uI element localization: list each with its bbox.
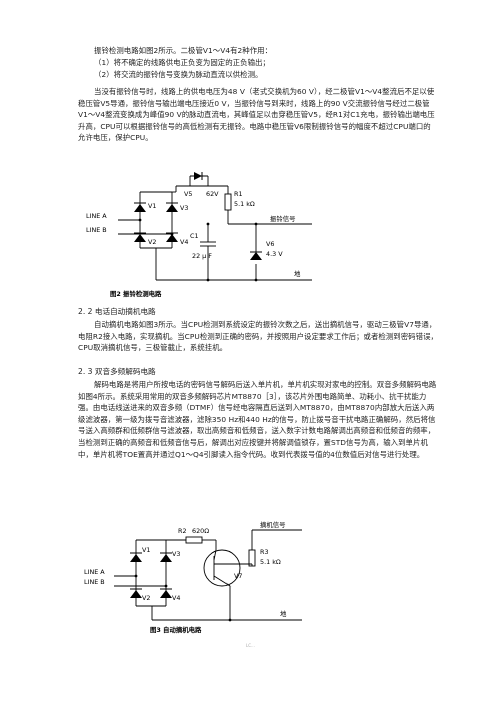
label-v3: V3: [180, 204, 188, 212]
label-v2: V2: [148, 238, 156, 246]
list-item-1: （1）将不确定的线路供电正负变为固定的正负输出；: [94, 58, 270, 67]
label-ring-signal: 振铃信号: [270, 214, 296, 223]
para-intro: 振铃检测电路如图2所示。二极管V1～V4有2种作用：: [94, 46, 273, 55]
label-c1-value: 22 μ F: [192, 252, 212, 260]
label-r1: R1: [234, 190, 243, 198]
section-2-2-title: 2. 2 电话自动摘机电路: [78, 307, 156, 316]
label-hook-signal: 摘机信号: [260, 520, 286, 529]
ring-detection-circuit-diagram: V1 V2 V3 V4 V5 62V R1 5.1 kΩ C1 22 μ F V…: [86, 172, 312, 298]
label-r3: R3: [260, 548, 269, 556]
label-ground: 地: [294, 269, 301, 278]
label-v6: V6: [266, 240, 274, 248]
label-r2: R2: [178, 527, 187, 535]
figure-3-caption: 图3 自动摘机电路: [150, 625, 202, 634]
label-v4: V4: [172, 594, 180, 602]
para-detection: 当没有振铃信号时，线路上的供电电压为48 V（老式交换机为60 V），经二极管V…: [78, 87, 435, 143]
label-v6-value: 4.3 V: [266, 250, 283, 258]
label-r1-value: 5.1 kΩ: [234, 200, 255, 208]
para-dtmf: 解码电路是将用户所按电话的密码信号解码后送入单片机，单片机实现对家电的控制。双音…: [78, 380, 437, 459]
label-v5: V5: [184, 190, 192, 198]
auto-hook-circuit-diagram: V1 V2 V3 V4 R2 620Ω V7 R3 5.1 kΩ LINE A …: [84, 520, 302, 634]
list-item-2: （2）将交流的振铃信号变换为脉动直流以供检测。: [94, 70, 263, 79]
label-line-b: LINE B: [84, 578, 105, 586]
label-v1: V1: [148, 202, 156, 210]
figure-2-caption: 图2 振铃检测电路: [110, 289, 162, 298]
label-c1: C1: [190, 232, 199, 240]
label-line-b: LINE B: [86, 226, 107, 234]
section-2-3-title: 2. 3 双音多频解码电路: [78, 367, 156, 376]
footer-mark: LC...: [246, 643, 255, 648]
para-auto-hook: 自动摘机电路如图3所示。当CPU检测到系统设定的振铃次数之后，送出摘机信号，驱动…: [78, 320, 438, 353]
label-v3: V3: [172, 550, 180, 558]
label-r2-value: 620Ω: [192, 527, 209, 535]
label-r3-value: 5.1 kΩ: [260, 558, 281, 566]
label-v4: V4: [180, 238, 188, 246]
label-v1: V1: [142, 546, 150, 554]
label-line-a: LINE A: [86, 212, 107, 220]
label-v7: V7: [234, 572, 242, 580]
label-v5-value: 62V: [206, 190, 219, 198]
label-line-a: LINE A: [84, 568, 105, 576]
label-v2: V2: [142, 594, 150, 602]
label-ground: 地: [280, 609, 287, 618]
